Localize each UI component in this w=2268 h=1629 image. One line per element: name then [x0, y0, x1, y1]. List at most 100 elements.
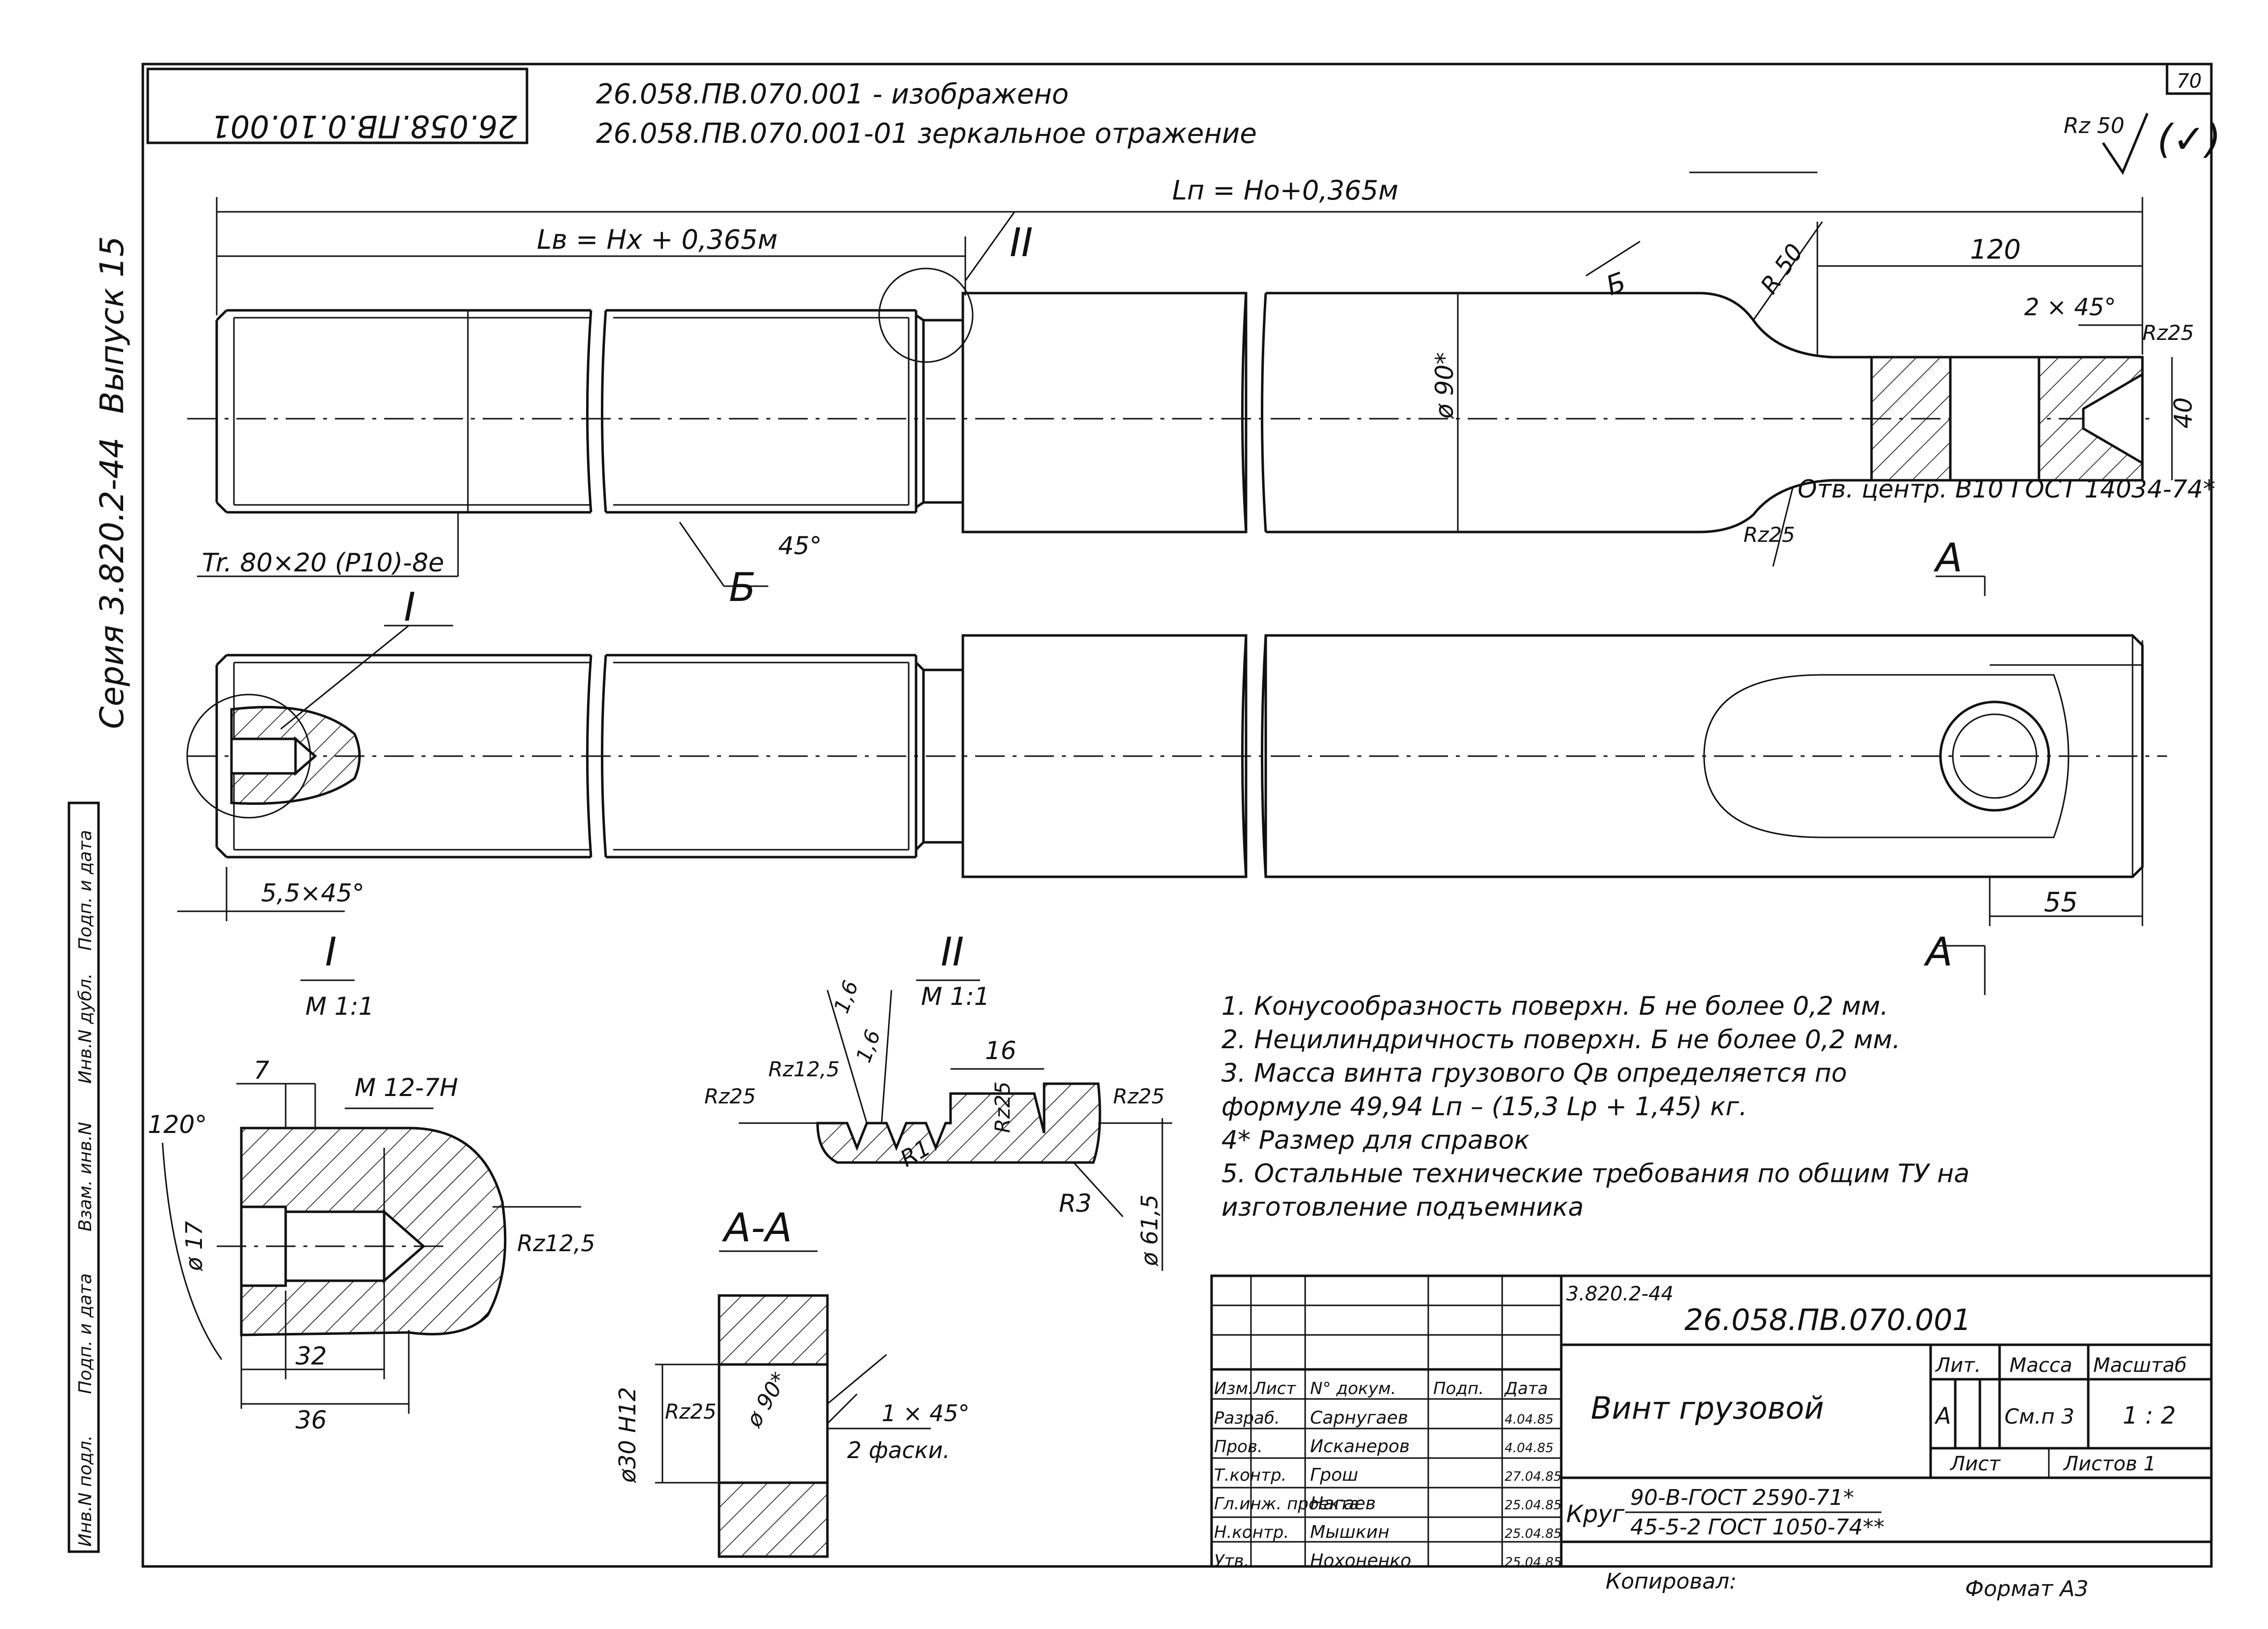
detail-i-drawing: [162, 1083, 581, 1414]
rz25-a: Rz25: [2142, 321, 2194, 345]
dim-r50: R 50: [1755, 239, 1809, 299]
tb-sheet-label: Лист: [1949, 1453, 2001, 1475]
tb-role: Утв.: [1214, 1551, 1249, 1571]
margin-field-label: Инв.N подл.: [75, 1435, 96, 1547]
header-line-1: 26.058.ПВ.070.001 - изображено: [596, 78, 1069, 110]
stamp-box: [146, 67, 528, 144]
outer-frame: [141, 63, 2213, 1568]
margin-field-label: Взам. инв.N: [75, 1122, 96, 1231]
technical-notes: 1. Конусообразность поверхн. Б не более …: [1221, 992, 1970, 1222]
rz25-ii-left: Rz25: [704, 1084, 756, 1108]
tb-person: Грош: [1310, 1465, 1358, 1485]
top-view-dimensions: [197, 171, 2173, 995]
finish-16b: 1,6: [851, 1027, 885, 1066]
tb-scale-value: 1 : 2: [2123, 1402, 2176, 1430]
dim-40: 40: [2169, 397, 2198, 429]
dim-45deg: 45°: [778, 532, 822, 560]
thread-spec: Tr. 80×20 (P10)-8е: [202, 548, 444, 578]
rz25-b: Rz25: [1743, 523, 1795, 547]
sheet-number-box: [2166, 63, 2213, 95]
header-line-2: 26.058.ПВ.070.001-01 зеркальное отражени…: [596, 118, 1257, 150]
section-aa-drawing: [655, 1294, 931, 1558]
tb-material-2: 45-5-2 ГОСТ 1050-74**: [1630, 1515, 1884, 1540]
tb-date: 25.04.85: [1505, 1555, 1562, 1570]
tb-mass-value: См.п 3: [2005, 1404, 2074, 1429]
margin-field-label: Подп. и дата: [75, 830, 96, 951]
tb-date: 27.04.85: [1505, 1469, 1562, 1484]
dim-16: 16: [985, 1036, 1017, 1065]
copied-by: Копировал:: [1606, 1569, 1737, 1594]
dim-dia615: ø 61,5: [1136, 1195, 1163, 1266]
center-hole-note: Отв. центр. В10 ГОСТ 14034-74*: [1798, 475, 2215, 503]
screw-top-view: [187, 267, 2157, 533]
tb-date: 4.04.85: [1505, 1441, 1553, 1456]
dim-120: 120: [1970, 234, 2021, 265]
angle-120: 120°: [148, 1110, 207, 1139]
tb-role: Пров.: [1214, 1437, 1263, 1457]
tb-date: 25.04.85: [1505, 1498, 1562, 1513]
rz25-aa: Rz25: [665, 1399, 717, 1424]
format-label: Формат А3: [1965, 1576, 2089, 1601]
tb-material-1: 90-В-ГОСТ 2590-71*: [1630, 1485, 1854, 1510]
note-line: 3. Масса винта грузового Qв определяется…: [1221, 1059, 1847, 1088]
tb-lit-label: Лит.: [1935, 1354, 1981, 1377]
dim-dia30: ø30 H12: [614, 1387, 641, 1483]
dim-55: 55: [2044, 887, 2078, 918]
dim-chamfer-2x45: 2 × 45°: [2024, 294, 2116, 321]
finish-check-icon: [2102, 113, 2149, 175]
tb-date: 4.04.85: [1505, 1412, 1553, 1427]
tb-series-small: 3.820.2-44: [1566, 1283, 1674, 1305]
rz125-i: Rz12,5: [517, 1230, 595, 1257]
detail-ii-drawing: [739, 990, 1172, 1271]
dim-36: 36: [296, 1406, 327, 1434]
tb-header-col: Лист: [1252, 1379, 1296, 1398]
detail-i-title: I: [325, 929, 337, 975]
tb-header-col: Изм.: [1214, 1379, 1253, 1398]
dim-7: 7: [254, 1056, 269, 1085]
dim-total-length: Lп = Hо+0,365м: [1172, 175, 1398, 206]
tb-doc-number: 26.058.ПВ.070.001: [1684, 1303, 1971, 1337]
tb-role: Разраб.: [1214, 1408, 1280, 1428]
section-i-mark: I: [404, 584, 416, 630]
bottom-view-dimensions: [177, 625, 453, 921]
margin-field-label: Инв.N дубл.: [75, 973, 96, 1084]
rz125-ii: Rz12,5: [768, 1057, 840, 1081]
surface-finish-other: (✓): [2157, 116, 2221, 162]
detail-i-scale: М 1:1: [305, 992, 374, 1021]
margin-fields: [67, 801, 100, 1553]
tb-role: Гл.инж. проекта: [1214, 1494, 1359, 1514]
note-line: 1. Конусообразность поверхн. Б не более …: [1221, 992, 1888, 1021]
rz25-ii-mid: Rz25: [990, 1081, 1015, 1133]
detail-ii-title: II: [941, 929, 964, 975]
dim-thread-length: Lв = Hх + 0,365м: [537, 224, 778, 255]
margin-field-label: Подп. и дата: [75, 1273, 96, 1394]
tb-person: Нагаев: [1310, 1494, 1376, 1514]
note-line: 2. Нецилиндричность поверхн. Б не более …: [1221, 1025, 1901, 1055]
tb-mass-label: Масса: [2009, 1354, 2072, 1377]
b-label: Б: [729, 565, 756, 610]
surface-finish-general: Rz 50: [2064, 113, 2125, 138]
dim-dia17: ø 17: [181, 1221, 207, 1271]
tb-person: Мышкин: [1310, 1522, 1389, 1542]
tb-role: Т.контр.: [1214, 1465, 1286, 1485]
section-ii-mark: II: [1010, 220, 1033, 266]
a-mark-top: А: [1933, 535, 1963, 581]
a-mark-bottom: А: [1923, 929, 1953, 975]
vypusk-label: Выпуск 15: [93, 236, 131, 414]
tb-role: Н.контр.: [1214, 1523, 1289, 1542]
tb-person: Нохоненко: [1310, 1551, 1411, 1571]
tb-date: 25.04.85: [1505, 1527, 1562, 1541]
tb-material-prefix: Круг: [1566, 1500, 1625, 1528]
rz25-ii-right: Rz25: [1113, 1084, 1165, 1108]
chamfer-1x45: 1 × 45°: [882, 1400, 970, 1427]
tb-header-col: Дата: [1504, 1379, 1548, 1398]
tb-header-col: N° докум.: [1310, 1379, 1396, 1398]
tb-scale-label: Масштаб: [2093, 1354, 2187, 1377]
stamp-code-mirrored: 26.058.ПВ.0.10.001: [211, 108, 517, 144]
note-line: 5. Остальные технические требования по о…: [1221, 1159, 1970, 1189]
dim-32: 32: [296, 1342, 327, 1370]
